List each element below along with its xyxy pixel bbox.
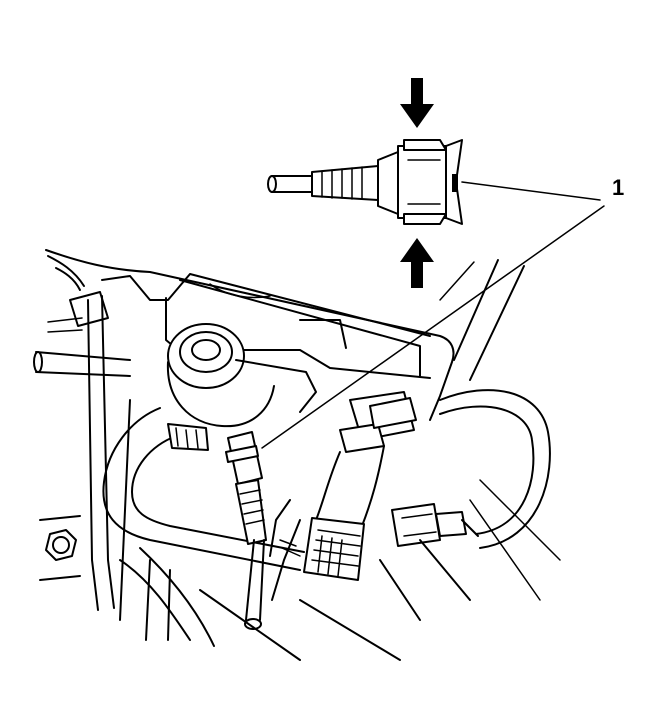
connector-boot <box>311 151 399 215</box>
coil-assembly <box>269 391 417 601</box>
callout-1: 1 <box>261 175 624 449</box>
egr-valve <box>166 323 317 428</box>
lower-engine-block <box>39 259 561 661</box>
connector-body <box>397 139 463 225</box>
engine-bay-view <box>33 249 561 661</box>
left-hoses <box>33 255 131 611</box>
press-arrow-up-icon <box>400 238 434 288</box>
connector-detail-inset <box>267 78 463 288</box>
press-arrow-down-icon <box>400 78 434 128</box>
connector-wire-stub <box>267 175 313 193</box>
callout-label: 1 <box>612 175 624 200</box>
leader-line-engine <box>261 205 605 449</box>
bolt-icon <box>45 529 77 561</box>
right-harness <box>391 389 551 549</box>
leader-line-detail <box>461 181 601 201</box>
coolant-tube <box>102 407 305 571</box>
sensor-connector-installed <box>225 431 267 630</box>
